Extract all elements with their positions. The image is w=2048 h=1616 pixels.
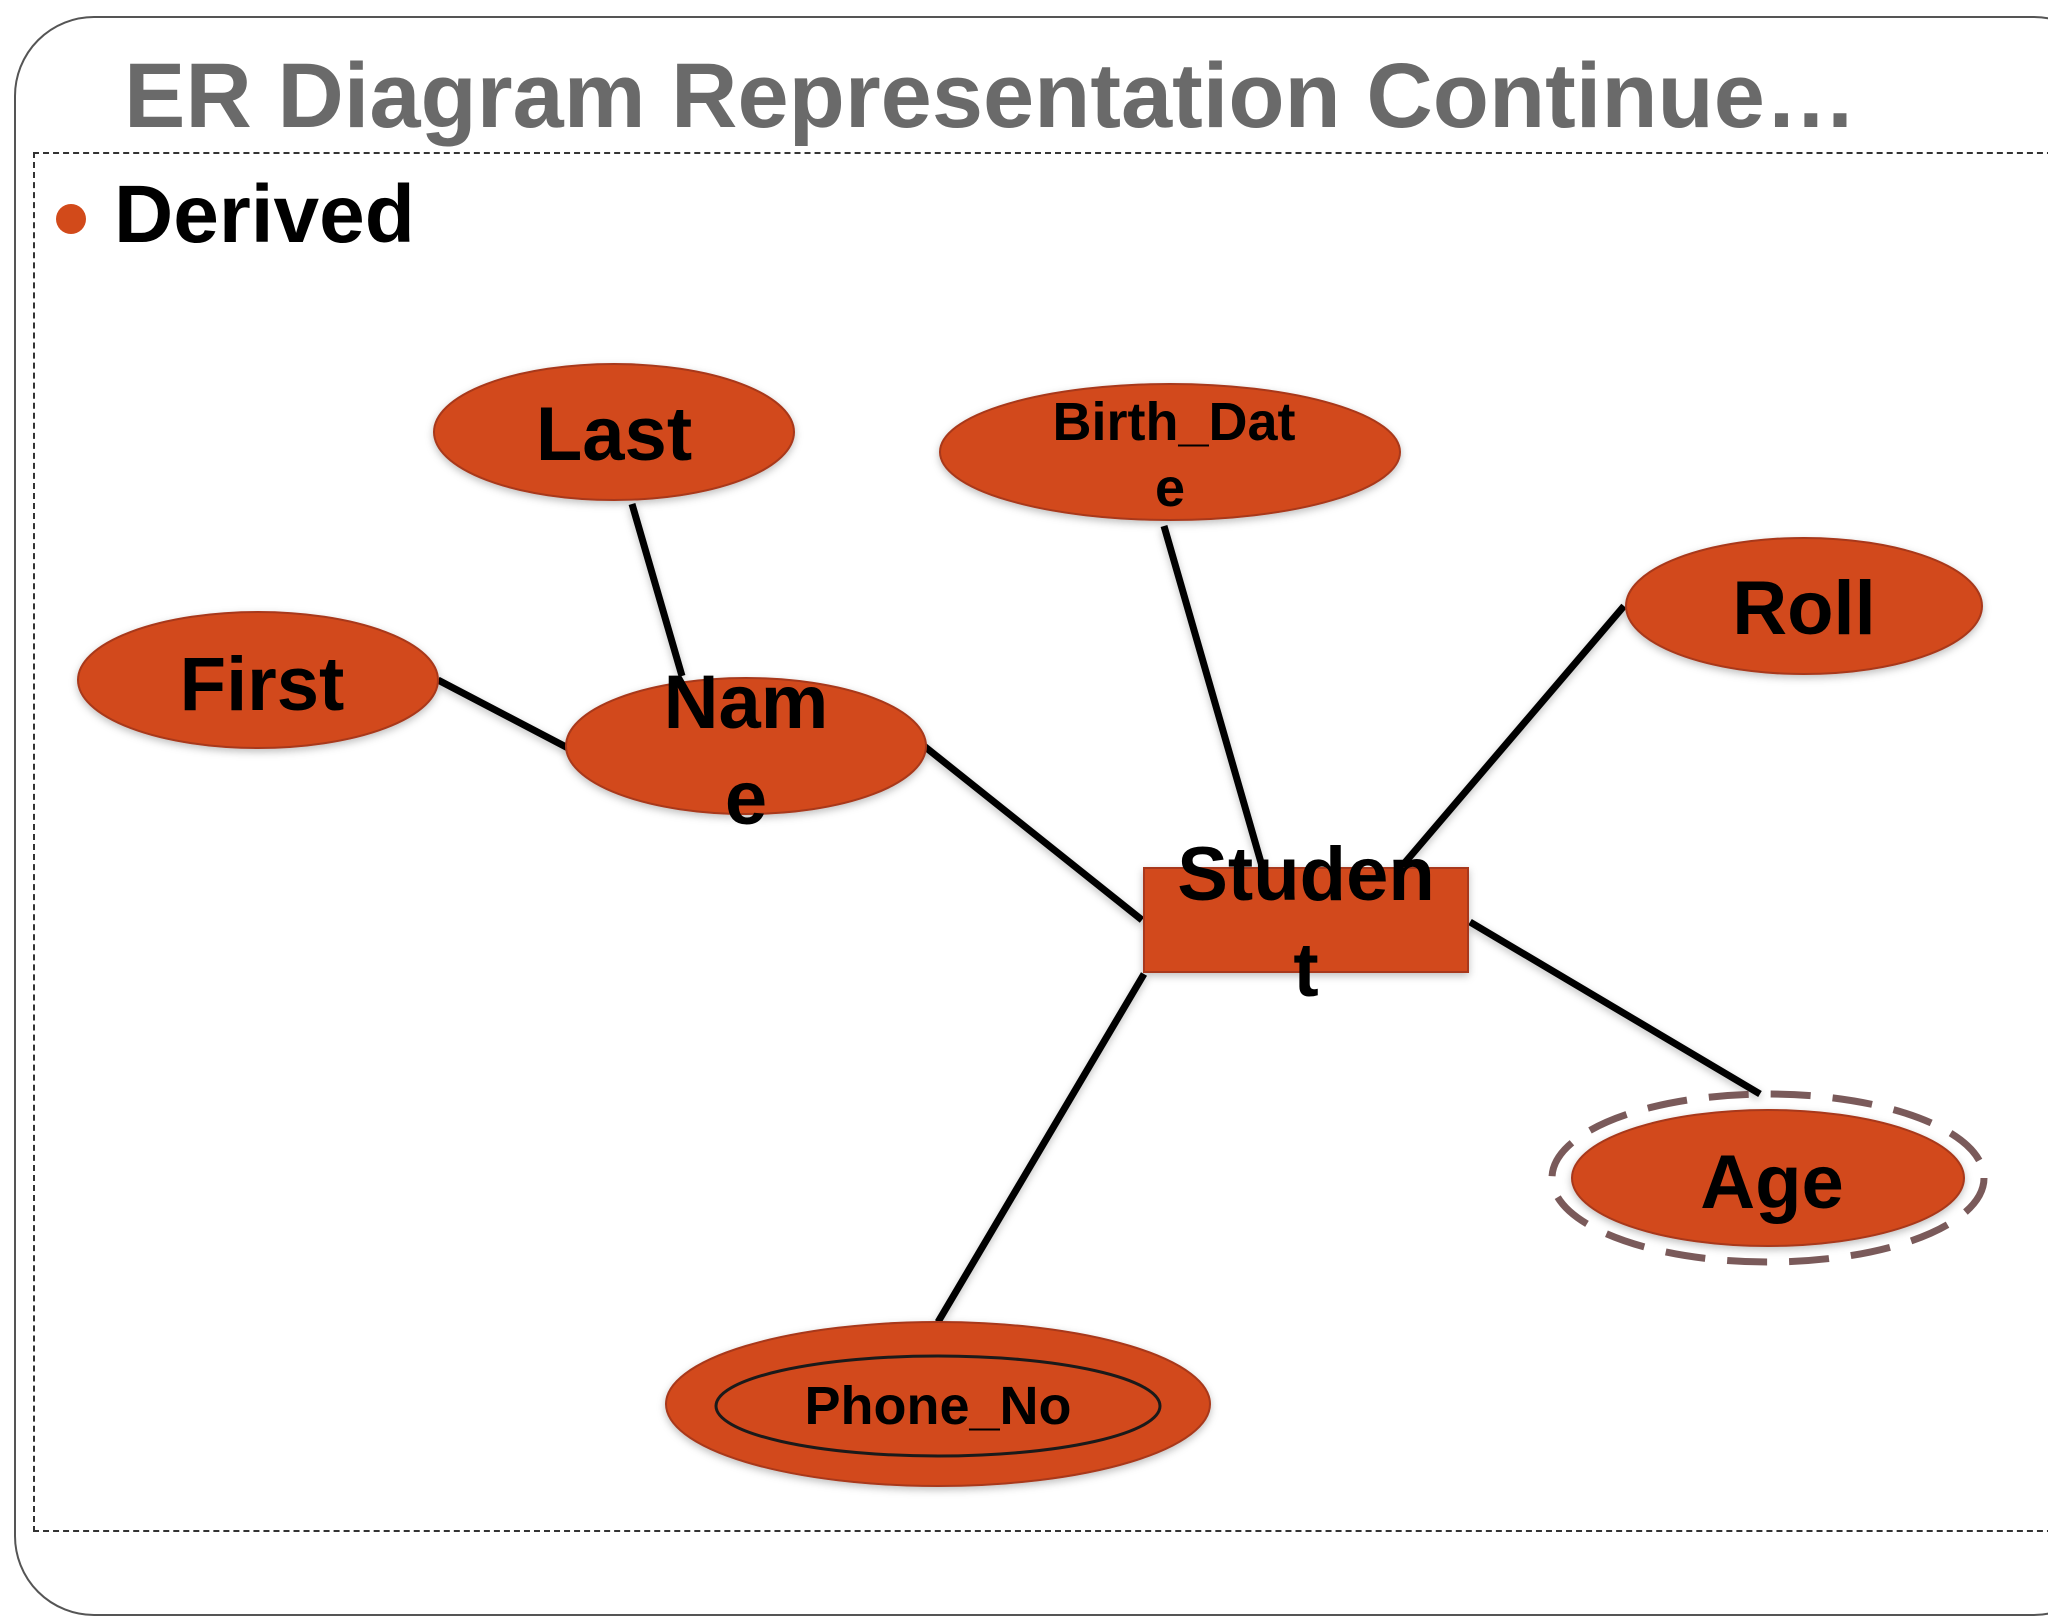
connector-student-phone <box>934 972 1148 1324</box>
connector-name-student <box>921 743 1145 923</box>
multivalued-inner-outline <box>714 1354 1162 1458</box>
slide-title: ER Diagram Representation Continue… <box>124 45 1857 147</box>
attribute-first: First <box>77 611 439 749</box>
attribute-last-label: Last <box>536 392 692 477</box>
attribute-roll-label: Roll <box>1732 566 1876 651</box>
attribute-birth-date-label-line2: e <box>1155 458 1185 518</box>
attribute-age-label: Age <box>1700 1140 1844 1225</box>
connector-first-name <box>436 676 570 752</box>
slide: ER Diagram Representation Continue… Deri… <box>14 16 2048 1616</box>
bullet-dot-icon <box>56 204 86 235</box>
er-diagram: Last First Nam e Birth_Dat e Roll Studen <box>77 363 1988 1487</box>
entity-student-label-line2: t <box>1293 928 1318 1013</box>
attribute-age-derived: Age <box>1548 1090 1988 1266</box>
attribute-name-label-line2: e <box>725 756 767 841</box>
derived-dashed-outline <box>1548 1090 1988 1266</box>
attribute-roll: Roll <box>1625 537 1983 675</box>
bullet-item: Derived <box>56 169 415 260</box>
attribute-last: Last <box>433 363 795 501</box>
bullet-text: Derived <box>114 169 415 260</box>
entity-student-label-line1: Studen <box>1177 832 1435 917</box>
attribute-phone-no-multivalued: Phone_No <box>665 1321 1211 1487</box>
attribute-name: Nam e <box>565 660 927 841</box>
connector-last-name <box>628 503 686 677</box>
attribute-birth-date: Birth_Dat e <box>939 383 1401 521</box>
connector-birthdate-student <box>1160 525 1266 867</box>
attribute-phone-no-label: Phone_No <box>804 1376 1071 1436</box>
connector-roll-student <box>1399 603 1627 869</box>
connector-student-age <box>1468 918 1762 1098</box>
attribute-first-label: First <box>180 642 345 727</box>
attribute-name-label-line1: Nam <box>664 660 829 745</box>
entity-student: Studen t <box>1143 832 1469 1013</box>
attribute-birth-date-label-line1: Birth_Dat <box>1052 392 1295 452</box>
